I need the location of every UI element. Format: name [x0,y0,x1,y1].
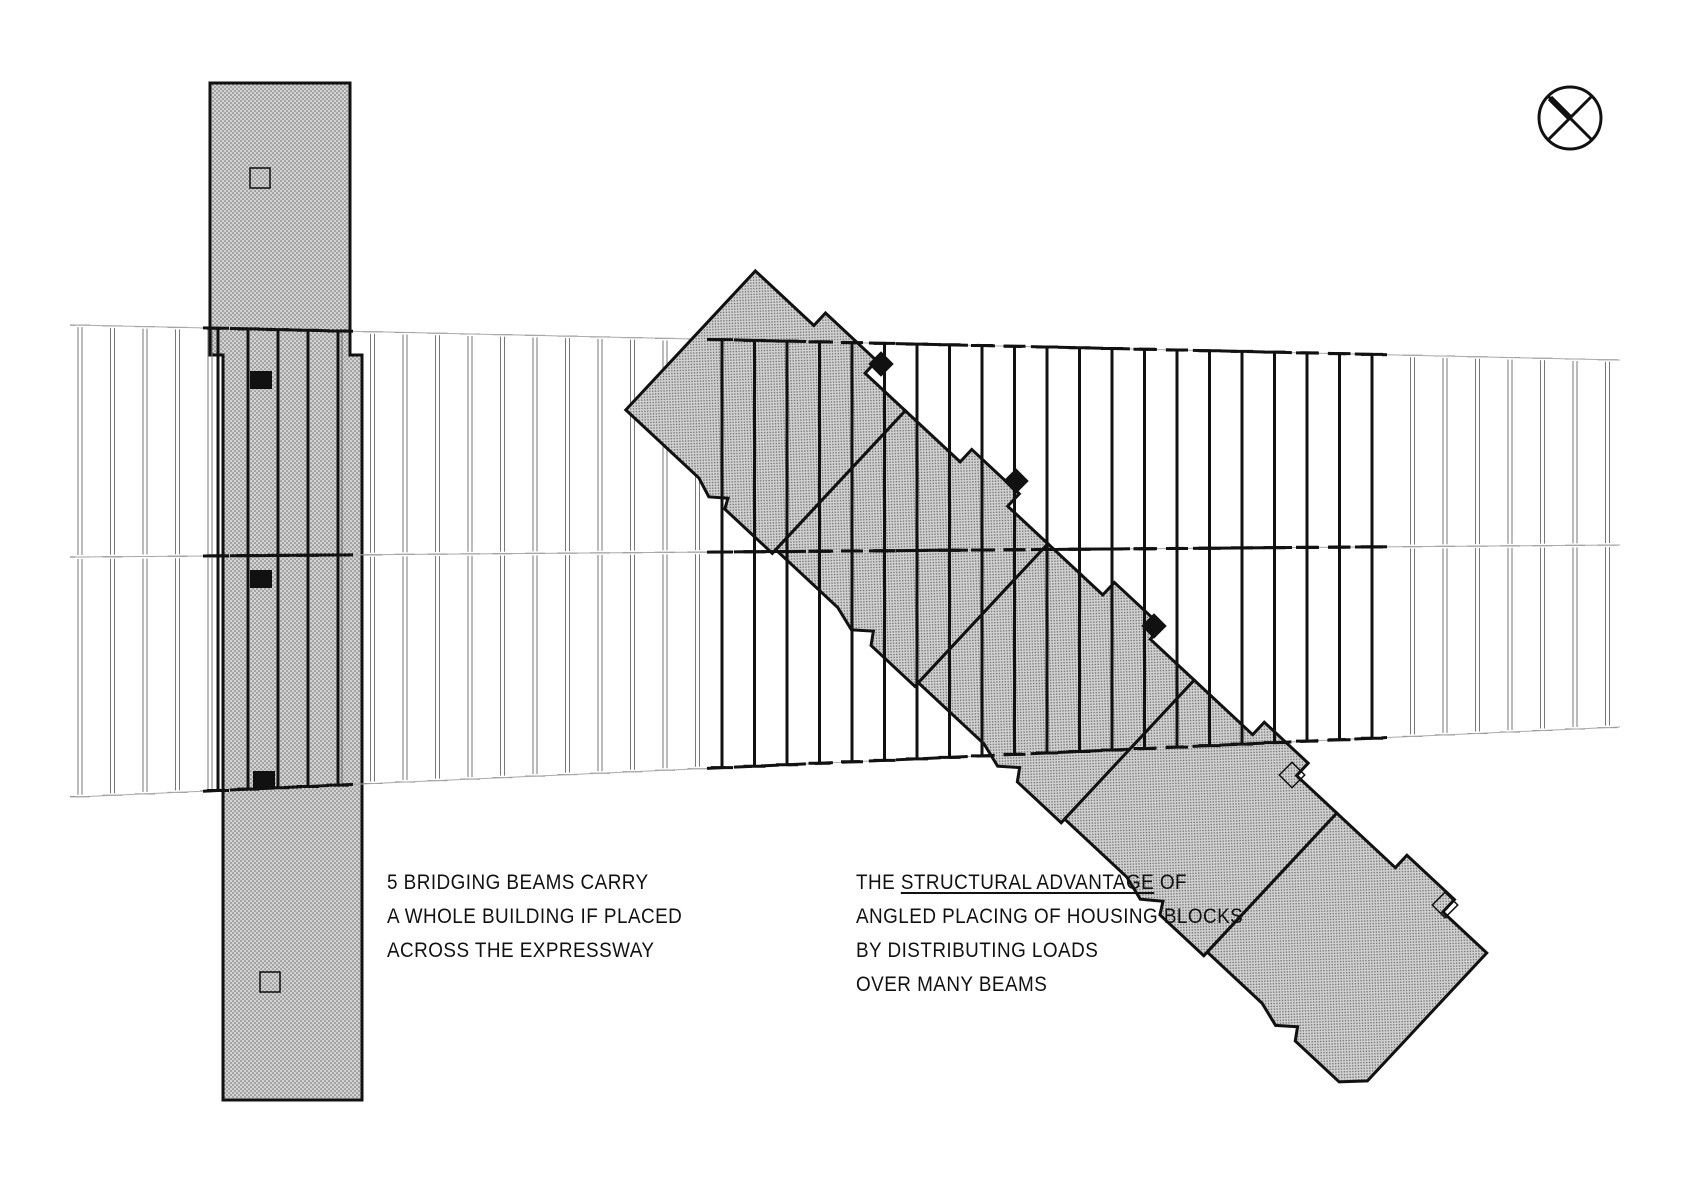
faint-beam-10-0 [395,331,415,555]
note-right-emphasis: STRUCTURAL ADVANTAGE [900,871,1155,894]
faint-beam-2-1 [135,555,155,795]
angled-edge-1 [706,545,1388,554]
note-right-prefix: THE [856,871,896,894]
note-right-line-3: BY DISTRIBUTING LOADS [856,939,1099,962]
note-left-line-1: 5 BRIDGING BEAMS CARRY [387,871,649,894]
faint-beam-13-0 [492,334,513,555]
straight-edge-1 [202,553,354,558]
note-structural-advantage: THE STRUCTURAL ADVANTAGE OF ANGLED PLACI… [856,866,1243,1002]
note-right-suffix: OF [1159,871,1188,894]
faint-beam-18-1 [655,551,675,771]
angled-block-5 [1205,810,1489,1084]
faint-beam-45-1 [1532,545,1553,732]
load-marker-1 [250,371,272,389]
load-marker-3 [253,771,275,789]
core-marker-diamond-1 [868,351,894,377]
note-right-line-2: ANGLED PLACING OF HOUSING BLOCKS [856,905,1244,928]
stair-core-marker-bottom [259,971,281,993]
faint-beam-14-1 [525,552,545,777]
faint-beam-0-0 [70,324,90,558]
faint-beam-0-1 [70,556,90,798]
angled-beam-7 [938,343,961,759]
faint-beam-43-0 [1467,356,1488,547]
faint-beam-11-1 [427,553,448,782]
faint-beam-11-0 [427,332,448,555]
faint-beam-41-1 [1402,546,1423,737]
bridging-beams-angled [706,337,1388,770]
faint-beam-19-1 [687,551,708,770]
faint-beam-46-1 [1565,544,1585,730]
stair-core-marker-top [249,167,271,189]
faint-beam-10-1 [395,553,415,783]
faint-beam-44-0 [1500,357,1520,547]
straight-beam-1 [237,327,259,791]
circle-cross-icon [1537,85,1603,151]
angled-block-1 [623,268,908,556]
faint-beam-42-0 [1435,355,1455,547]
straight-edge-2 [202,782,354,793]
note-left-line-3: ACROSS THE EXPRESSWAY [387,939,655,962]
note-left-line-2: A WHOLE BUILDING IF PLACED [387,905,683,928]
faint-beam-9-1 [362,554,383,785]
angled-block-2 [773,408,1051,689]
faint-beam-3-0 [167,326,188,557]
faint-beam-1-0 [102,325,123,558]
angled-edge-0 [706,337,1388,357]
core-marker-open-1 [1278,761,1306,789]
faint-beam-12-0 [460,333,480,555]
faint-beam-9-0 [362,331,383,556]
faint-beam-46-0 [1565,358,1585,546]
faint-beam-45-0 [1532,357,1553,547]
angled-block-4 [1062,678,1339,958]
faint-beam-2-0 [135,326,155,557]
faint-beam-47-0 [1597,359,1618,546]
angled-housing-blocks [623,268,1489,1084]
angled-edge-2 [706,736,1388,770]
note-right-line-4: OVER MANY BEAMS [856,973,1048,996]
faint-beam-15-0 [557,335,578,554]
faint-beam-16-1 [590,552,610,774]
faint-beam-12-1 [460,553,480,780]
load-marker-2 [250,570,272,588]
faint-beam-16-0 [590,336,610,554]
note-bridging-beams: 5 BRIDGING BEAMS CARRY A WHOLE BUILDING … [387,866,682,968]
faint-beam-17-1 [622,552,643,773]
core-marker-open-2 [1431,891,1459,919]
note-right-line-1: THE STRUCTURAL ADVANTAGE OF [856,866,1243,900]
straight-edge-0 [202,326,354,333]
faint-beam-47-1 [1597,544,1618,729]
faint-beam-3-1 [167,555,188,793]
straight-load-markers [250,371,275,789]
faint-beam-14-0 [525,334,545,554]
faint-beam-1-1 [102,556,123,796]
faint-beam-42-1 [1435,545,1455,736]
faint-beam-41-0 [1402,354,1423,548]
faint-beam-17-0 [622,337,643,554]
faint-beam-13-1 [492,553,513,779]
faint-beam-44-1 [1500,545,1520,733]
faint-beam-15-1 [557,552,578,776]
faint-beam-43-1 [1467,545,1488,734]
bridging-beams-straight [202,326,354,793]
